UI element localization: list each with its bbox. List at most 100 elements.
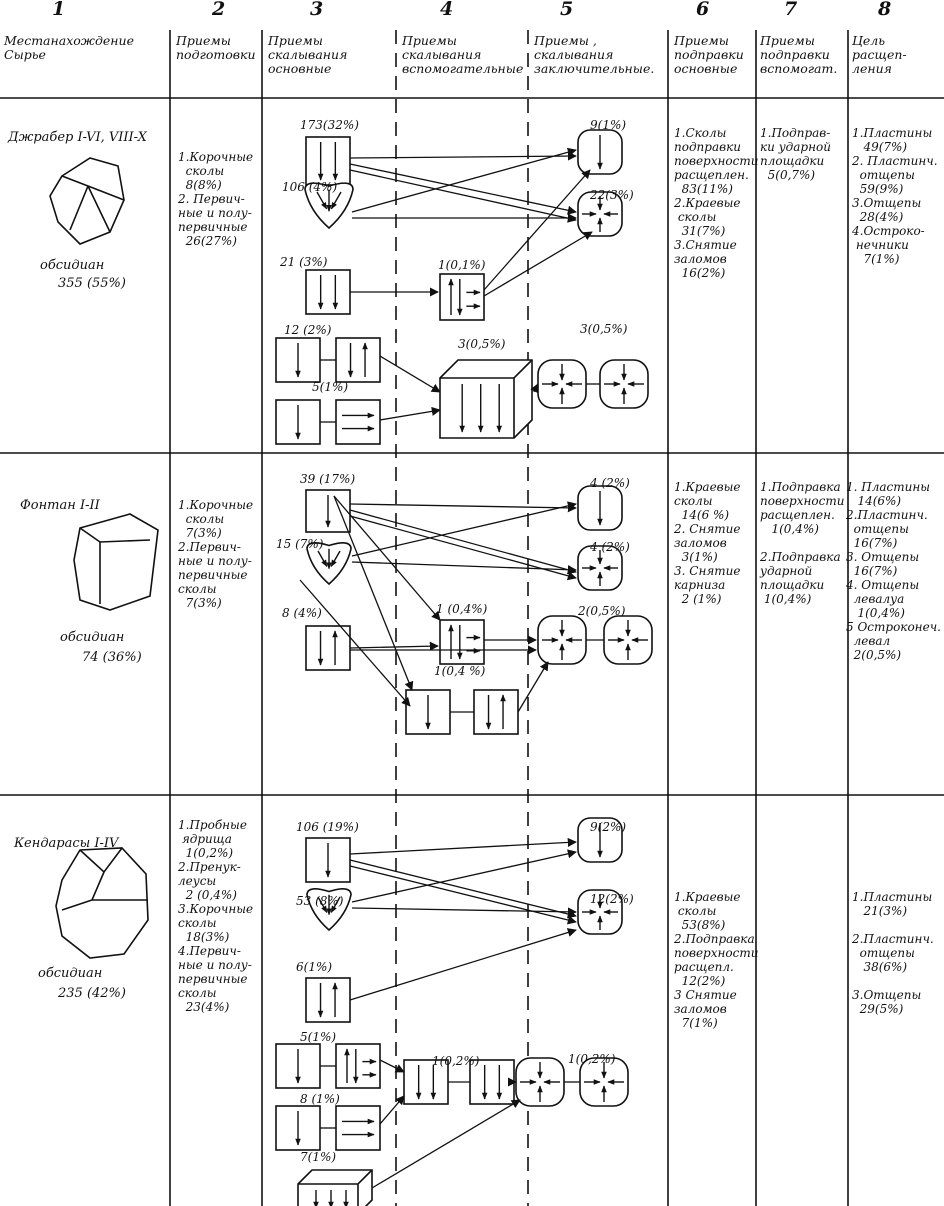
flow-arrow [517,661,549,713]
aux-label: 1(0,4 %) [434,664,486,678]
flake-direction-arrow [316,191,328,210]
main-label: 8 (4%) [282,606,322,620]
core-square [305,625,351,671]
col-6-number: 6 [696,0,710,20]
col-4-header: Приемы скалывания вспомогательные [402,33,524,76]
main-label: 39 (17%) [300,472,356,486]
core-square [335,1043,381,1089]
final-label: 22(3%) [590,188,634,202]
flake-direction-arrow [330,191,342,210]
site-count: 235 (42%) [58,986,126,1001]
core-prism [297,1169,373,1206]
retouch-main: 1.Краевые сколы 53(8%) 2.Подправка повер… [674,890,759,1030]
flow-arrow [349,515,577,581]
core-square [335,337,381,383]
flow-arrow [349,859,577,919]
flow-arrow [349,837,577,855]
site-material: обсидиан [40,258,105,273]
site-name: Фонтан I-II [20,498,100,513]
prep-techniques: 1.Пробные ядрища 1(0,2%) 2.Пренук- леусы… [178,818,254,1014]
core-square [403,1059,449,1105]
flake-direction-arrow [317,896,328,914]
flow-arrow [349,503,577,513]
raw-nodule-3 [55,847,149,959]
flake-direction-arrow [330,896,341,914]
flow-arrow [299,579,411,707]
final-label: 9(2%) [590,820,627,834]
main-label: 106 (19%) [296,820,359,834]
main-label: 8 (1%) [300,1092,340,1106]
col-2-header: Приемы подготовки [176,33,256,62]
flow-arrow [371,1099,521,1189]
flow-arrow [379,1059,405,1073]
flow-arrow [351,907,577,917]
main-label: 5(1%) [300,1030,337,1044]
flow-arrow [483,231,593,297]
retouch-main: 1.Краевые сколы 14(6 %) 2. Снятие заломо… [674,480,741,606]
prep-techniques: 1.Корочные сколы 8(8%) 2. Первич- ные и … [178,150,254,248]
main-label: 106 (4%) [282,180,338,194]
final-label: 4 (2%) [590,540,630,554]
site-name: Кендарасы I-IV [14,836,119,851]
aux-label: 1 (0,4%) [436,602,488,616]
goal: 1.Пластины 49(7%) 2. Пластинч. отщепы 59… [852,126,938,266]
retouch-aux: 1.Подправка поверхности расщеплен. 1(0,4… [760,480,845,606]
aux-label: 1(0,1%) [438,258,486,272]
final-label: 1(0,2%) [568,1052,616,1066]
retouch-aux: 1.Подправ- ки ударной площадки 5(0,7%) [760,126,831,182]
col-8-header: Цель расщеп- ления [852,33,907,76]
raw-nodule-2 [73,513,159,611]
flow-arrow [349,641,439,651]
flow-arrow [333,495,441,621]
flow-arrow [483,169,591,291]
flow-arrow [349,169,577,223]
flow-arrow [333,495,414,691]
core-square [305,136,351,186]
core-square [469,1059,515,1105]
col-6-header: Приемы подправки основные [674,33,744,76]
core-square [305,977,351,1023]
flow-arrow [349,163,577,215]
goal: 1. Пластины 14(6%) 2.Пластинч. отщепы 16… [846,480,941,662]
raw-nodule-1 [49,157,125,245]
site-count: 74 (36%) [82,650,142,665]
flow-arrow [351,147,577,213]
flow-arrow [351,849,577,903]
flow-arrow [379,1095,405,1125]
col-4-number: 4 [440,0,454,20]
core-rounded-radial [577,191,623,237]
flow-arrow [351,501,577,557]
main-label: 173(32%) [300,118,359,132]
core-square [439,619,485,665]
main-label: 6(1%) [296,960,333,974]
aux-label: 1(0,2%) [432,1054,480,1068]
col-7-header: Приемы подправки вспомогат. [760,33,838,76]
site-count: 355 (55%) [58,276,126,291]
retouch-main: 1.Сколы подправки поверхности расщеплен.… [674,126,759,280]
col-7-number: 7 [784,0,798,20]
core-square [305,269,351,315]
core-rounded-radial [577,545,623,591]
final-label: 12(2%) [590,892,634,906]
main-label: 21 (3%) [280,255,328,269]
core-square [335,1105,381,1151]
flow-arrow [349,151,577,161]
flow-arrow [351,561,577,575]
core-prism [439,359,533,439]
site-material: обсидиан [60,630,125,645]
goal: 1.Пластины 21(3%) 2.Пластинч. отщепы 38(… [852,890,934,1016]
core-square [473,689,519,735]
nodule-facet [87,185,125,201]
main-label: 15 (7%) [276,537,324,551]
col-1-number: 1 [52,0,66,20]
col-5-header: Приемы , скалывания заключительные. [534,33,655,76]
main-label: 5(1%) [312,380,349,394]
col-1-header: Местанахождение Сырье [4,33,134,62]
flake-direction-arrow [317,550,328,568]
core-square [335,399,381,445]
col-5-number: 5 [560,0,574,20]
main-label: 7(1%) [300,1150,337,1164]
flake-direction-arrow [330,550,341,568]
core-prism-edges [440,359,533,438]
main-label: 53 (8%) [296,894,344,908]
